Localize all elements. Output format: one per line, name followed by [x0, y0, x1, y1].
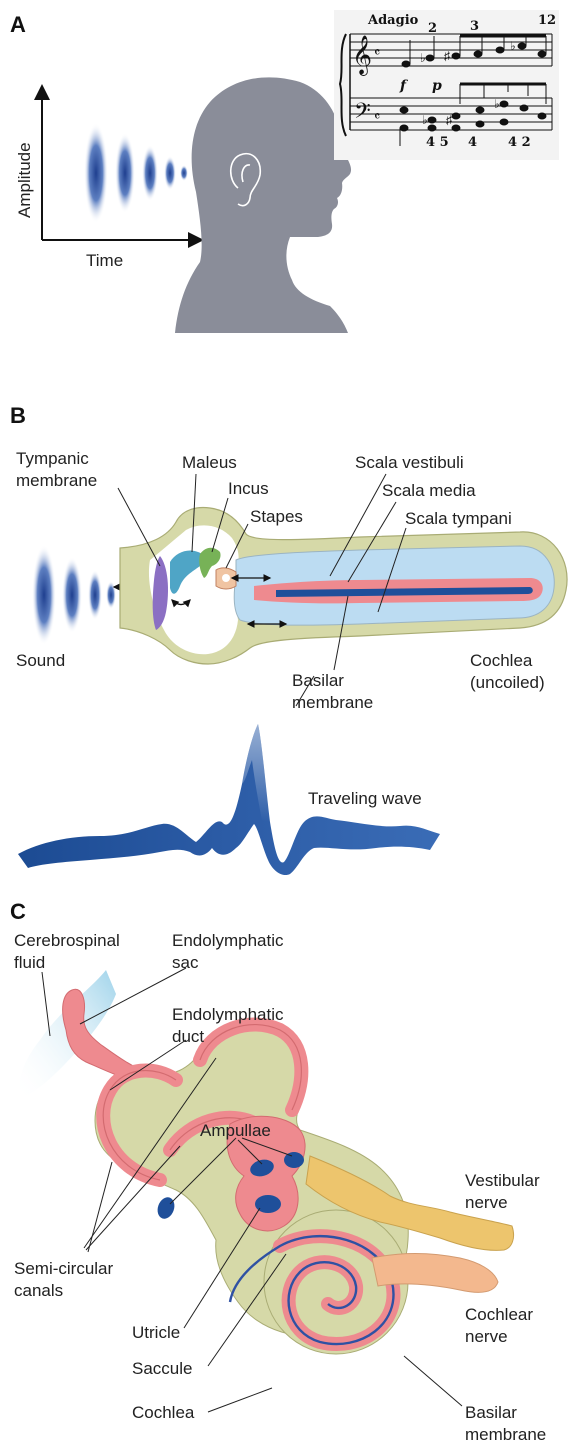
score-fingering-3: 3 [470, 19, 479, 34]
basilar-membrane-c-label-1: Basilar [465, 1403, 517, 1422]
scala-tympani-label: Scala tympani [405, 509, 512, 528]
basilar-membrane-c-label-2: membrane [465, 1425, 546, 1444]
vestibular-nerve-label-1: Vestibular [465, 1171, 540, 1190]
basilar-membrane-b-label-2: membrane [292, 693, 373, 712]
basilar-membrane-b-label-1: Basilar [292, 671, 344, 690]
common-time-bass-icon: 𝄴 [374, 109, 380, 125]
semicircular-canals-label-1: Semi-circular [14, 1259, 114, 1278]
bass-clef-icon: 𝄢 [354, 99, 371, 129]
csf-label-2: fluid [14, 953, 45, 972]
score-dynamic-p: p [432, 78, 442, 94]
tympanic-membrane-label-1: Tympanic [16, 449, 89, 468]
incus-label: Incus [228, 479, 269, 498]
ampullae-label: Ampullae [200, 1121, 271, 1140]
score-fingering-4: 4 [468, 135, 477, 150]
maleus-label: Maleus [182, 453, 237, 472]
score-tempo: Adagio [367, 13, 419, 28]
svg-text:♭: ♭ [422, 113, 428, 127]
score-fingering-45: 4 5 [426, 135, 449, 150]
sound-wave-a [84, 123, 188, 223]
cochlea-uncoiled-label-1: Cochlea [470, 651, 533, 670]
traveling-wave-label: Traveling wave [308, 789, 422, 808]
musical-score: Adagio 𝄞 [334, 10, 559, 160]
tympanic-membrane-label-2: membrane [16, 471, 97, 490]
vestibular-nerve-label-2: nerve [465, 1193, 508, 1212]
svg-text:♯: ♯ [446, 113, 452, 127]
amplitude-label: Amplitude [15, 142, 34, 218]
panel-a-letter: A [10, 12, 26, 37]
svg-text:♭: ♭ [494, 97, 500, 111]
panel-c: C [10, 899, 546, 1444]
sound-label: Sound [16, 651, 65, 670]
csf-label-1: Cerebrospinal [14, 931, 120, 950]
common-time-treble-icon: 𝄴 [374, 45, 380, 61]
cochlea-uncoiled-label-2: (uncoiled) [470, 673, 545, 692]
panel-b: B [10, 403, 567, 875]
svg-text:♭: ♭ [420, 51, 426, 65]
score-fingering-12: 12 [538, 13, 556, 28]
scala-vestibuli-label: Scala vestibuli [355, 453, 464, 472]
svg-text:♭: ♭ [510, 39, 516, 53]
endolymphatic-sac-label-2: sac [172, 953, 199, 972]
semicircular-canals-label-2: canals [14, 1281, 63, 1300]
score-fingering-2: 2 [428, 21, 437, 36]
treble-clef-icon: 𝄞 [352, 35, 372, 76]
time-label: Time [86, 251, 123, 270]
saccule-label: Saccule [132, 1359, 192, 1378]
cochlear-nerve-label-1: Cochlear [465, 1305, 533, 1324]
cochlea-label: Cochlea [132, 1403, 195, 1422]
utricle-label: Utricle [132, 1323, 180, 1342]
scala-media-label: Scala media [382, 481, 476, 500]
stapes-label: Stapes [250, 507, 303, 526]
svg-text:♯: ♯ [444, 49, 450, 63]
stapes-footplate-hole [222, 574, 230, 582]
cochlear-nerve-label-2: nerve [465, 1327, 508, 1346]
panel-a: A Amplitude Time Adagio [10, 10, 559, 333]
endolymphatic-duct-label-1: Endolymphatic [172, 1005, 284, 1024]
endolymphatic-sac-label-1: Endolymphatic [172, 931, 284, 950]
endolymphatic-duct-label-2: duct [172, 1027, 204, 1046]
head-silhouette [175, 77, 351, 333]
score-fingering-42: 4 2 [508, 135, 531, 150]
panel-b-letter: B [10, 403, 26, 428]
panel-c-letter: C [10, 899, 26, 924]
sound-wave-b [32, 545, 116, 645]
